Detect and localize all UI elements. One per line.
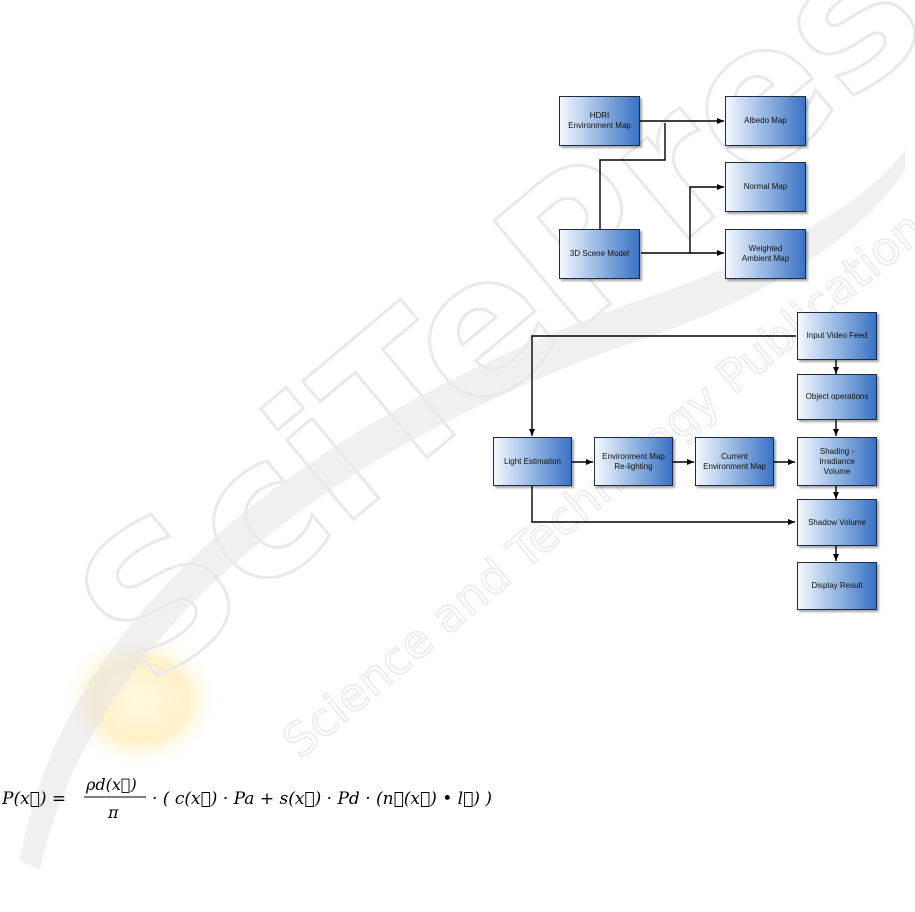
node-label: Current Environment Map <box>703 451 766 471</box>
node-current-environment-map: Current Environment Map <box>695 437 774 486</box>
node-normal-map: Normal Map <box>725 162 806 212</box>
edge-scene-branch <box>641 184 724 254</box>
equation-denominator: π <box>107 803 119 822</box>
equation-numerator: ρd(x⃗) <box>85 775 137 794</box>
node-label: Albedo Map <box>744 116 787 125</box>
node-shadow-volume: Shadow Volume <box>797 499 877 546</box>
node-3d-scene-model: 3D Scene Model <box>559 229 640 279</box>
equation-lhs: P(x⃗) = <box>1 789 66 809</box>
edge-input-light <box>529 335 796 436</box>
node-hdri-environment-map: HDRI Environment Map <box>559 96 640 146</box>
node-input-video-feed: Input Video Feed <box>797 312 877 360</box>
node-label: Shadow Volume <box>808 517 866 527</box>
node-albedo-map: Albedo Map <box>725 96 806 146</box>
node-label: Environment Map Re-lighting <box>602 451 665 471</box>
node-label: Input Video Feed <box>806 331 868 340</box>
node-weighted-ambient-map: Weighted Ambient Map <box>725 229 806 279</box>
node-shading-irradiance-volume: Shading - Irradiance Volume <box>797 437 877 486</box>
node-label: Shading - Irradiance Volume <box>819 446 855 476</box>
node-label: Weighted Ambient Map <box>741 244 790 263</box>
equation-rhs: · ( c(x⃗) · Pa + s(x⃗) · Pd · (n⃗(x⃗) • … <box>152 789 492 809</box>
edge-light-shadow <box>531 486 795 525</box>
node-display-result: Display Result <box>797 562 877 610</box>
node-label: Light Estimation <box>504 456 561 466</box>
node-light-estimation: Light Estimation <box>493 437 572 486</box>
equation: P(x⃗) = ρd(x⃗) π · ( c(x⃗) · Pa + s(x⃗) … <box>1 775 492 822</box>
node-object-operations: Object operations <box>797 374 877 420</box>
node-label: 3D Scene Model <box>569 249 630 258</box>
node-environment-map-relighting: Environment Map Re-lighting <box>594 437 673 486</box>
node-label: HDRI Environment Map <box>568 111 631 130</box>
node-label: Display Result <box>811 581 863 590</box>
node-label: Object operations <box>805 392 869 401</box>
watermark-sun-icon <box>60 630 220 770</box>
edge-scene-up <box>599 123 666 229</box>
node-label: Normal Map <box>743 182 788 191</box>
